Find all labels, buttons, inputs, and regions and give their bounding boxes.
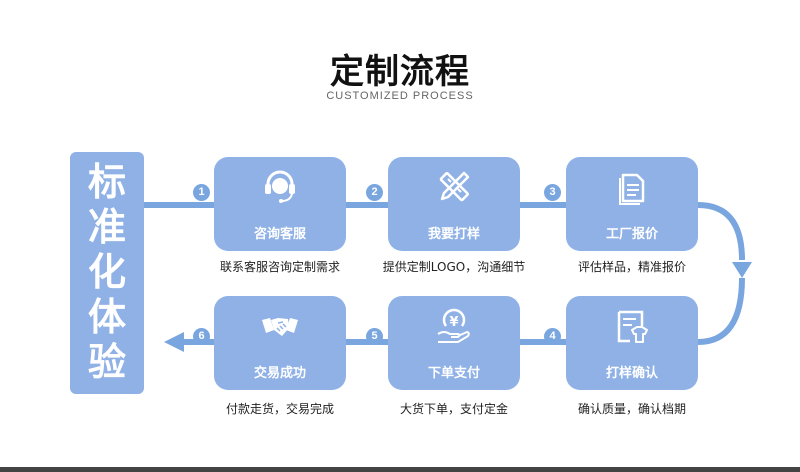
step-4-box: 打样确认 [566, 296, 698, 390]
step-3-label: 工厂报价 [605, 227, 658, 242]
step-4-label: 打样确认 [605, 366, 658, 381]
page-title: 定制流程 [330, 52, 470, 92]
step-3-description: 评估样品，精准报价 [577, 260, 686, 274]
side-label-panel [70, 152, 144, 394]
side-label-char: 验 [87, 340, 126, 384]
shirt-form-icon [612, 306, 652, 346]
step-2-description: 提供定制LOGO，沟通细节 [382, 260, 526, 274]
step-5-description: 大货下单，支付定金 [399, 402, 508, 416]
step-6-number: 6 [193, 328, 210, 345]
document-icon [612, 167, 652, 207]
step-6-box: 交易成功 [214, 296, 346, 390]
step-3-number: 3 [544, 184, 561, 201]
headset-icon [260, 167, 300, 207]
step-2-label: 我要打样 [427, 227, 480, 242]
step-1-box: 咨询客服 [214, 157, 346, 251]
side-label-char: 体 [87, 295, 126, 339]
step-6-description: 付款走货，交易完成 [225, 402, 334, 416]
side-label-char: 化 [87, 250, 126, 294]
bottom-divider [0, 467, 800, 472]
step-5-box: ¥ 下单支付 [388, 296, 520, 390]
step-1-description: 联系客服咨询定制需求 [219, 260, 340, 274]
connector-loop-top [697, 202, 745, 261]
side-label-char: 准 [87, 205, 126, 249]
step-5-label: 下单支付 [427, 366, 480, 381]
step-2-number: 2 [366, 184, 383, 201]
yuan-hand-icon: ¥ [434, 306, 474, 346]
side-label: 标准化体验 [70, 160, 144, 385]
design-tools-icon [434, 167, 474, 207]
loop-arrow-head [732, 262, 752, 278]
svg-text:¥: ¥ [449, 315, 458, 330]
step-1-label: 咨询客服 [253, 227, 306, 242]
page-subtitle: CUSTOMIZED PROCESS [326, 90, 474, 102]
step-3-box: 工厂报价 [566, 157, 698, 251]
end-arrow-head [164, 332, 184, 352]
step-4-description: 确认质量，确认档期 [577, 402, 686, 416]
handshake-icon [260, 306, 300, 346]
step-5-number: 5 [366, 328, 383, 345]
step-2-box: 我要打样 [388, 157, 520, 251]
connector-loop-bottom [697, 277, 745, 345]
step-1-number: 1 [193, 184, 210, 201]
step-6-label: 交易成功 [253, 366, 306, 381]
side-label-char: 标 [87, 160, 126, 204]
step-4-number: 4 [544, 328, 561, 345]
